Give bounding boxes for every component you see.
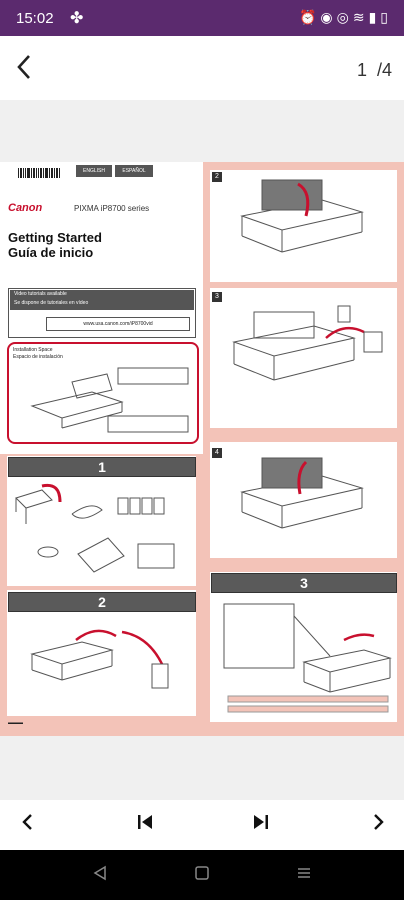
system-back-button[interactable] (88, 864, 112, 886)
tab-english: ENGLISH (76, 165, 112, 177)
alarm-icon: ⏰ (298, 9, 321, 25)
step1-header: 1 (8, 457, 196, 477)
menu-lines-icon (298, 868, 310, 878)
panel2-number: 2 (212, 172, 222, 182)
page-counter: 1 /4 (357, 60, 392, 81)
tab-espanol: ESPAÑOL (115, 165, 153, 177)
total-pages: /4 (376, 60, 392, 80)
step2-header: 2 (8, 592, 196, 612)
document-page: ENGLISH ESPAÑOL Canon PIXMA iP8700 serie… (0, 162, 404, 736)
title-spanish: Guía de inicio (8, 245, 94, 260)
next-page-button[interactable] (364, 812, 394, 838)
step1-panel (7, 456, 196, 586)
system-navigation-bar (0, 850, 404, 900)
fan-icon: ✤ (70, 10, 84, 27)
status-bar: 15:02 ✤ ⏰◉◎≋▮▯ (0, 0, 404, 36)
video-banner: Video tutorials available Se dispone de … (10, 290, 194, 310)
last-page-button[interactable] (246, 812, 276, 838)
space-title2: Espacio de instalación (13, 354, 63, 360)
barcode-icon (18, 168, 60, 178)
footer-note-left: ▬▬▬ (8, 720, 23, 726)
printer-space-diagram (30, 367, 189, 433)
chevron-left-icon (22, 814, 32, 830)
video-box (8, 288, 196, 338)
square-home-icon (195, 866, 209, 880)
video-line1: Video tutorials available (14, 291, 67, 297)
panel4-printer-diagram (240, 457, 364, 529)
panel3-number: 3 (212, 292, 222, 302)
video-url: www.usa.canon.com/iP8700vid (46, 317, 190, 331)
status-time: 15:02 (16, 10, 54, 27)
chevron-left-icon (17, 55, 30, 79)
page-navigation-bar (0, 800, 404, 850)
step3-header: 3 (211, 573, 397, 593)
eye-icon: ◉ (320, 9, 337, 25)
step3-diagram (223, 603, 392, 713)
installation-space-box (7, 342, 199, 444)
status-icons: ⏰◉◎≋▮▯ (299, 9, 392, 26)
canon-logo: Canon (8, 202, 43, 214)
signal-icon: ▮ (368, 9, 381, 25)
triangle-back-icon (93, 865, 106, 881)
step1-contents-diagram (15, 483, 175, 573)
panel3-printer-diagram (232, 305, 383, 381)
space-title1: Installation Space (13, 347, 53, 353)
previous-page-button[interactable] (12, 812, 42, 838)
step2-diagram (30, 629, 169, 689)
skip-last-icon (254, 815, 268, 829)
battery-icon: ▯ (380, 9, 392, 25)
skip-first-icon (138, 815, 152, 829)
current-page: 1 (356, 60, 367, 80)
first-page-button[interactable] (130, 812, 160, 838)
system-home-button[interactable] (190, 864, 214, 886)
title-english: Getting Started (8, 230, 102, 245)
back-button[interactable] (14, 52, 44, 84)
panel3 (210, 288, 397, 428)
hotspot-icon: ◎ (336, 9, 353, 25)
panel2-printer-diagram (240, 179, 364, 253)
wifi-icon: ≋ (352, 9, 369, 25)
video-line2: Se dispone de tutoriales en vídeo (14, 300, 89, 306)
document-viewer[interactable]: ENGLISH ESPAÑOL Canon PIXMA iP8700 serie… (0, 100, 404, 800)
model-name: PIXMA iP8700 series (74, 204, 150, 213)
chevron-right-icon (374, 814, 384, 830)
panel4-number: 4 (212, 448, 222, 458)
system-recents-button[interactable] (292, 864, 316, 886)
app-bar: 1 /4 (0, 36, 404, 100)
